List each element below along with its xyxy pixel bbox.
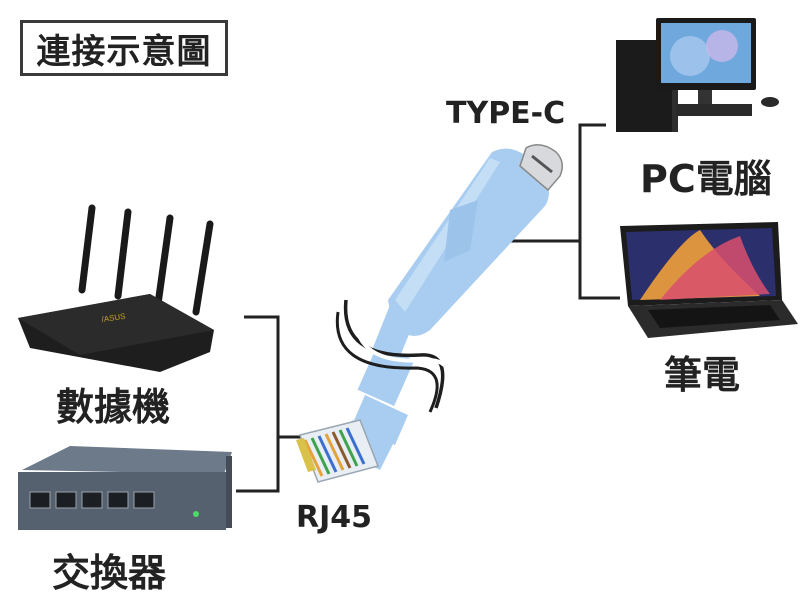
- rj45-wires: [303, 427, 366, 477]
- laptop-device: [620, 222, 798, 338]
- cable-lower-segment: [352, 395, 408, 445]
- router-antenna-4: [192, 220, 214, 316]
- pc-keyboard: [676, 104, 752, 116]
- label-type-c: TYPE-C: [446, 96, 566, 131]
- rj45-contacts: [296, 438, 316, 472]
- switch-device: [18, 446, 232, 530]
- title-box: 連接示意圖: [20, 20, 228, 76]
- router-device: /ASUS: [18, 204, 214, 372]
- rj45-connector: [296, 419, 395, 483]
- router-antenna-1: [78, 204, 96, 294]
- diagram-title: 連接示意圖: [36, 31, 212, 72]
- switch-power-led: [193, 511, 199, 517]
- bracket-left: [236, 315, 280, 493]
- label-laptop: 筆電: [664, 353, 741, 397]
- break-line-1: [343, 299, 445, 409]
- router-top: [18, 294, 214, 355]
- laptop-keyboard: [648, 305, 780, 328]
- switch-ports: [29, 491, 155, 509]
- type-c-connector: [388, 144, 563, 336]
- type-c-metal-plug: [519, 144, 563, 192]
- label-router: 數據機: [56, 385, 171, 429]
- label-rj45: RJ45: [296, 500, 373, 535]
- label-pc: PC電腦: [640, 157, 772, 201]
- router-antenna-2: [114, 208, 132, 300]
- break-line-2: [353, 311, 454, 413]
- router-antenna-3: [154, 214, 174, 308]
- desktop-pc: [616, 18, 779, 132]
- pc-monitor-stand: [698, 90, 712, 104]
- bracket-right: [578, 123, 620, 300]
- pc-mouse: [761, 97, 779, 107]
- break-line-3: [335, 311, 439, 413]
- type-c-logo-recess: [444, 200, 478, 262]
- label-switch: 交換器: [52, 551, 167, 595]
- switch-side: [226, 456, 232, 528]
- type-c-plug-slot: [531, 154, 553, 174]
- router-brand-mark: /ASUS: [101, 312, 126, 324]
- switch-top: [22, 446, 232, 474]
